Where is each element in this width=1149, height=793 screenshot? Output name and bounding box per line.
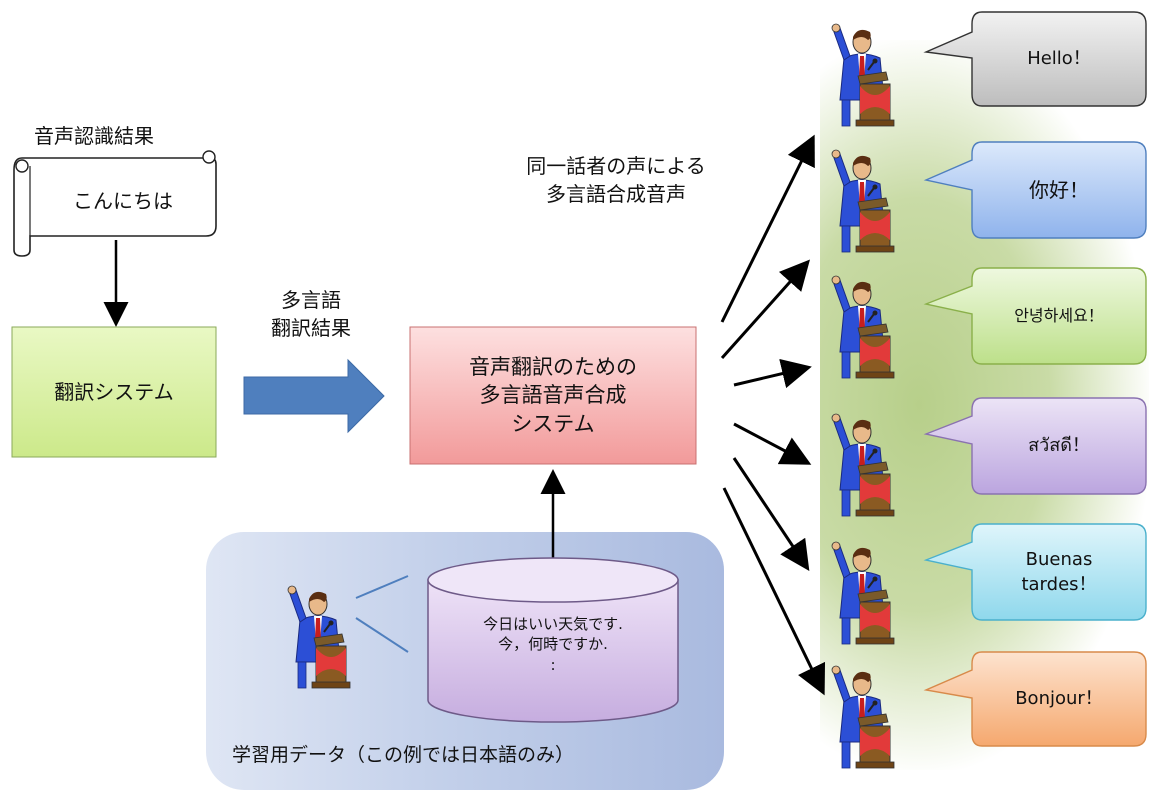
speech-recognition-title: 音声認識結果: [34, 124, 154, 148]
translation-result-line2: 翻訳結果: [271, 316, 351, 340]
output-arrows: [720, 134, 826, 696]
output-text-french: Bonjour！: [1015, 688, 1103, 710]
training-database: [427, 557, 679, 723]
synthesis-system-line1: 音声翻訳のための: [469, 354, 637, 379]
same-speaker-caption: 同一話者の声による 多言語合成音声: [496, 152, 736, 208]
output-speaker: [831, 149, 895, 253]
training-db-line1: 今日はいい天気です.: [483, 615, 623, 633]
translation-system-box: [11, 326, 217, 458]
speech-bubble: [923, 267, 1147, 365]
training-database-text: 今日はいい天気です. 今，何時ですか. :: [430, 614, 676, 675]
translation-result-arrow: [243, 358, 385, 434]
speech-recognition-text: こんにちは: [73, 188, 173, 213]
output-text-korean: 안녕하세요！: [1014, 305, 1104, 325]
output-text-thai: สวัสดี！: [1028, 435, 1090, 457]
translation-result-line1: 多言語: [281, 288, 341, 312]
output-speaker: [831, 665, 895, 769]
same-speaker-caption-line1: 同一話者の声による: [526, 154, 706, 178]
output-speaker: [831, 275, 895, 379]
training-data-caption: 学習用データ（この例では日本語のみ）: [232, 744, 575, 766]
translation-result-label: 多言語 翻訳結果: [246, 286, 376, 342]
output-text-spanish-line2: tardes！: [1021, 574, 1097, 595]
speech-bubble: [923, 141, 1147, 239]
synthesis-system-label: 音声翻訳のための 多言語音声合成 システム: [410, 327, 696, 464]
synthesis-system-line2: 多言語音声合成: [479, 383, 627, 408]
output-text-spanish-line1: Buenas: [1025, 548, 1093, 570]
output-speaker: [831, 413, 895, 517]
synthesis-system-box: [409, 326, 697, 465]
speech-recognition-scroll: [13, 150, 217, 257]
output-text-chinese: 你好！: [1029, 178, 1089, 202]
training-db-line3: :: [550, 655, 556, 674]
same-speaker-caption-line2: 多言語合成音声: [546, 182, 686, 206]
output-text-english: Hello！: [1027, 48, 1091, 70]
speech-bubble: [923, 523, 1147, 621]
training-speaker: [287, 585, 351, 689]
output-speaker: [831, 541, 895, 645]
output-text-spanish: Buenas tardes！: [972, 524, 1146, 620]
speech-bubble: [923, 11, 1147, 107]
translation-system-label: 翻訳システム: [54, 379, 174, 404]
synthesis-system-line3: システム: [511, 411, 595, 436]
speech-bubble: [923, 397, 1147, 495]
speech-bubble: [923, 651, 1147, 747]
training-db-line2: 今，何時ですか.: [498, 635, 608, 654]
output-speaker: [831, 23, 895, 127]
